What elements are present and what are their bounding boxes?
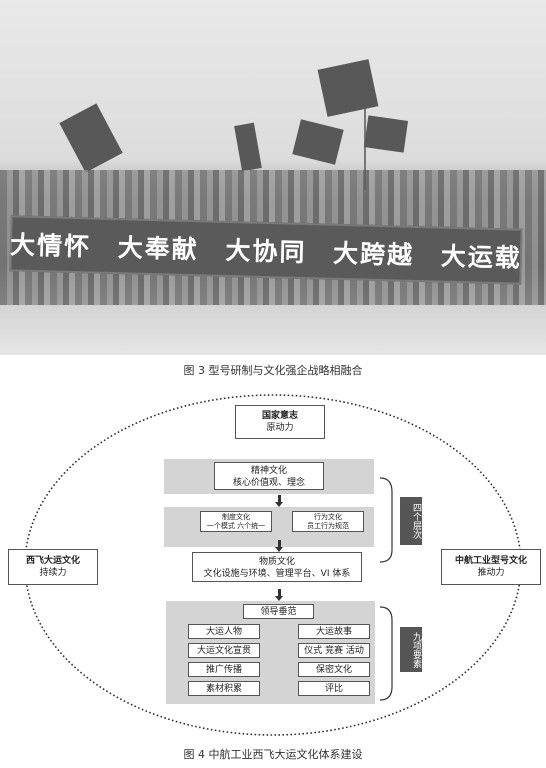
xifei-culture-title: 西飞大运文化 bbox=[25, 556, 80, 566]
spirit-culture-title: 精神文化 bbox=[250, 466, 287, 476]
spirit-culture-subtitle: 核心价值观、理念 bbox=[232, 478, 305, 488]
lead-by-example-box: 领导垂范 bbox=[243, 604, 314, 619]
nine-elements-tag: 九项要素 bbox=[400, 627, 422, 672]
material-culture-box: 物质文化 文化设施与环境、管理平台、VI 体系 bbox=[192, 552, 362, 582]
xifei-culture-box: 西飞大运文化 持续力 bbox=[8, 549, 98, 585]
element-right: 仪式 竞赛 活动 bbox=[298, 643, 370, 658]
system-culture-box: 制度文化 一个模式 六个统一 bbox=[200, 511, 272, 532]
national-will-title: 国家意志 bbox=[261, 411, 298, 421]
avic-culture-title: 中航工业型号文化 bbox=[454, 556, 527, 566]
system-culture-subtitle: 一个模式 六个统一 bbox=[206, 522, 266, 530]
element-left: 大运文化宣贯 bbox=[188, 643, 260, 658]
behavior-culture-title: 行为文化 bbox=[314, 513, 342, 521]
down-arrow-icon bbox=[275, 589, 283, 601]
xifei-culture-subtitle: 持续力 bbox=[39, 568, 67, 578]
behavior-culture-box: 行为文化 员工行为规范 bbox=[292, 511, 364, 532]
national-will-box: 国家意志 原动力 bbox=[235, 405, 325, 439]
element-left: 大运人物 bbox=[188, 624, 260, 639]
element-right: 评比 bbox=[298, 681, 370, 696]
element-right: 大运故事 bbox=[298, 624, 370, 639]
element-left: 推广传播 bbox=[188, 662, 260, 677]
down-arrow-icon bbox=[275, 495, 283, 507]
spirit-culture-box: 精神文化 核心价值观、理念 bbox=[214, 462, 324, 490]
avic-culture-box: 中航工业型号文化 推动力 bbox=[441, 549, 541, 585]
element-right: 保密文化 bbox=[298, 662, 370, 677]
down-arrow-icon bbox=[275, 540, 283, 552]
rally-photo: 大情怀 大奉献 大协同 大跨越 大运载 bbox=[0, 0, 546, 355]
element-left: 素材积累 bbox=[188, 681, 260, 696]
material-culture-subtitle: 文化设施与环境、管理平台、VI 体系 bbox=[203, 569, 351, 579]
system-culture-title: 制度文化 bbox=[222, 513, 250, 521]
behavior-culture-subtitle: 员工行为规范 bbox=[307, 522, 349, 530]
four-levels-tag: 四个层次 bbox=[400, 497, 422, 545]
figure-4-caption: 图 4 中航工业西飞大运文化体系建设 bbox=[183, 748, 363, 761]
national-will-subtitle: 原动力 bbox=[266, 423, 294, 433]
material-culture-title: 物质文化 bbox=[258, 557, 295, 567]
avic-culture-subtitle: 推动力 bbox=[477, 568, 505, 578]
figure-3-caption: 图 3 型号研制与文化强企战略相融合 bbox=[183, 364, 363, 377]
